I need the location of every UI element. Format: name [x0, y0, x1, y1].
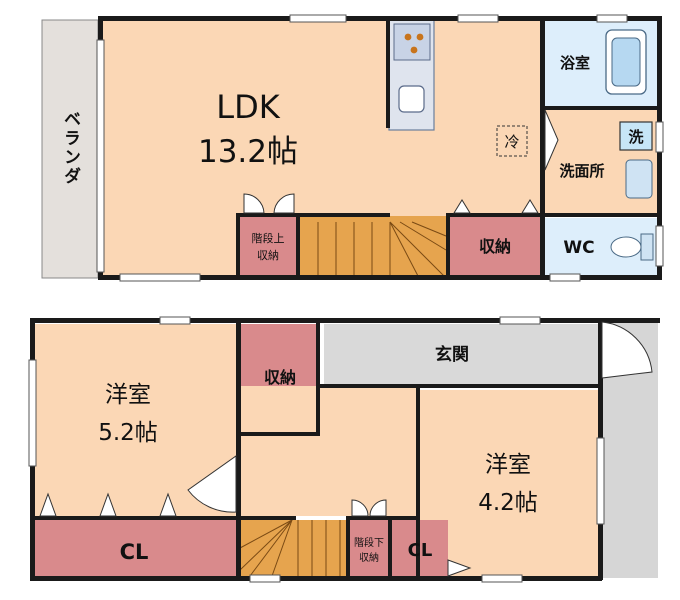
sink-icon: [398, 85, 425, 113]
upper-stairs: [300, 216, 446, 276]
closet-a-area: [34, 520, 236, 576]
hallway-area: [240, 386, 418, 516]
under-stair-storage-label-2: 収納: [359, 551, 379, 564]
washbasin-icon: [625, 159, 653, 199]
veranda-label: ベランダ: [60, 110, 81, 186]
lower-floor: [28, 316, 660, 583]
upper-stair-steps: [317, 221, 447, 277]
labels: ベランダ LDK 13.2帖 浴室 洗 冷 洗面所 WC 階段上 収納 収納 洋…: [60, 54, 644, 564]
upper-stair-storage-label-1: 階段上: [252, 231, 285, 245]
under-stair-storage-label-1: 階段下: [354, 536, 384, 549]
upper-windows: [96, 14, 664, 282]
stove-icon: [393, 23, 431, 61]
washer-label: 洗: [628, 128, 643, 146]
fridge-label: 冷: [504, 133, 519, 151]
lower-doors: [39, 321, 653, 577]
washroom-label: 洗面所: [559, 162, 604, 180]
western-room-a-size-label: 5.2帖: [98, 420, 158, 446]
ldk-size-label: 13.2帖: [198, 134, 298, 170]
lower-windows: [28, 316, 605, 583]
ldk-name-label: LDK: [216, 88, 280, 126]
upper-floor: [41, 14, 664, 282]
upper-storage-area: [450, 216, 540, 276]
lower-stair-steps: [239, 519, 341, 577]
fridge-box: [496, 125, 528, 157]
bath-label: 浴室: [560, 54, 590, 72]
western-room-a-name-label: 洋室: [105, 382, 151, 408]
western-room-b-size-label: 4.2帖: [478, 490, 538, 516]
upper-storage-label: 収納: [479, 237, 511, 256]
under-stair-storage-area: [350, 520, 388, 576]
closet-a-label: CL: [120, 540, 149, 564]
entrance-label: 玄関: [435, 344, 469, 365]
toilet-icon: [610, 233, 654, 261]
upper-stair-storage-area: [240, 216, 296, 276]
lower-storage-label: 収納: [264, 368, 296, 387]
lower-stairs: [240, 520, 348, 576]
veranda-area: [41, 19, 99, 279]
western-room-b-name-label: 洋室: [485, 452, 531, 478]
upper-doors: [243, 109, 559, 214]
entrance-area: [324, 324, 602, 386]
wc-label: WC: [563, 238, 594, 258]
washer-box: [619, 121, 653, 151]
western-room-b-area: [420, 390, 600, 576]
upper-stair-storage-label-2: 収納: [257, 249, 279, 262]
closet-b-label: CL: [408, 540, 433, 561]
